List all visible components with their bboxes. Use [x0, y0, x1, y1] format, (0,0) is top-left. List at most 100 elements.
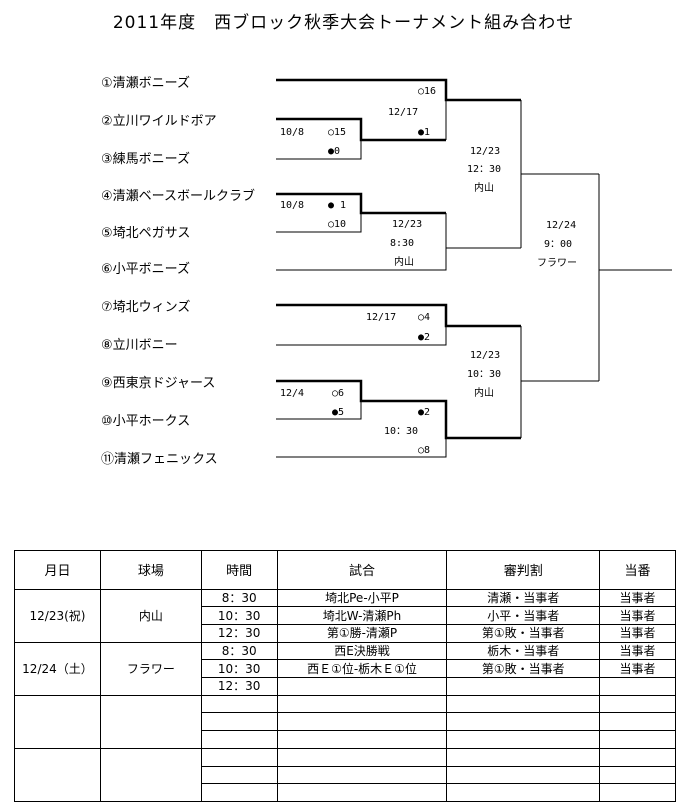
line-team6 [276, 213, 447, 271]
table-row [14, 747, 676, 803]
cell-match: 埼北W-清瀬Ph [276, 606, 448, 625]
m5-venue: 内山 [474, 181, 494, 194]
line-semi-top [520, 100, 599, 248]
table-row [14, 694, 676, 749]
empty-cell [599, 712, 676, 732]
cell-umpire: 第①敗・当事者 [446, 659, 601, 679]
line-team10 [276, 401, 362, 420]
m7-score-a: ○6 [332, 388, 344, 399]
header-match: 試合 [276, 550, 448, 590]
bracket-lines [276, 78, 672, 458]
cell-duty: 当事者 [599, 641, 676, 661]
m9-date: 12/23 [470, 350, 500, 361]
header-venue: 球場 [99, 550, 202, 590]
cell-time: 12：30 [200, 677, 278, 696]
team-10: ⑩小平ホークス [101, 414, 190, 429]
cell-match: 第①勝-清瀬P [276, 623, 448, 643]
empty-cell [276, 747, 448, 767]
m9-time: 10：30 [467, 369, 501, 380]
line-team2 [276, 117, 446, 142]
cell-time: 10：30 [200, 659, 278, 679]
table-row: 10：30 埼北W-清瀬Ph 小平・当事者 当事者 [15, 606, 676, 625]
team-2: ②立川ワイルドボア [101, 114, 217, 129]
line-team4 [276, 192, 446, 215]
m3-score-a: ○16 [418, 86, 436, 97]
m4-date: 12/23 [392, 219, 422, 230]
empty-cell [276, 694, 448, 714]
cell-umpire: 小平・当事者 [446, 606, 601, 625]
team-9: ⑨西東京ドジャース [101, 375, 215, 391]
empty-cell [200, 765, 278, 785]
m7-date: 12/4 [280, 388, 304, 399]
line-team7 [276, 303, 521, 328]
m6-score-b: ●2 [418, 332, 430, 343]
team-6: ⑥小平ボニーズ [101, 261, 190, 277]
m6-date: 12/17 [366, 312, 396, 323]
cell-umpire [446, 677, 601, 696]
m4-venue: 内山 [394, 255, 414, 268]
cell-duty: 当事者 [599, 623, 676, 643]
final-date: 12/24 [546, 220, 576, 231]
day1-venue: 内山 [99, 588, 202, 643]
header-umpire: 審判割 [446, 550, 601, 590]
schedule-table: 月日 球場 時間 試合 審判割 当番 12/23(祝) 内山 8：30 埼北Pe… [14, 550, 676, 803]
empty-cell [446, 730, 601, 749]
m8-score-a: ●2 [418, 407, 430, 418]
empty-cell [599, 747, 676, 767]
cell-duty [599, 677, 676, 696]
m1-score-a: ○15 [328, 127, 346, 138]
cell-duty: 当事者 [599, 588, 676, 608]
cell-umpire: 第①敗・当事者 [446, 623, 601, 643]
final-time: 9：00 [544, 239, 572, 250]
line-team1 [276, 78, 521, 102]
m3-date: 12/17 [388, 107, 418, 118]
table-row [15, 730, 676, 749]
page-title: 2011年度 西ブロック秋季大会トーナメント組み合わせ [112, 13, 575, 33]
team-3: ③練馬ボニーズ [101, 151, 190, 167]
m5-time: 12：30 [467, 164, 501, 175]
header-date: 月日 [14, 550, 101, 590]
final-venue: フラワー [537, 257, 577, 269]
empty-cell [276, 712, 448, 732]
m1-date: 10/8 [280, 127, 304, 138]
m2-score-a: ● 1 [328, 200, 346, 211]
cell-match [276, 677, 448, 696]
m8-score-b: ○8 [418, 445, 430, 456]
empty-cell [599, 694, 676, 714]
cell-duty: 当事者 [599, 606, 676, 625]
empty-cell [200, 694, 278, 714]
cell-umpire: 清瀬・当事者 [446, 588, 601, 608]
cell-time: 8：30 [200, 588, 278, 608]
team-5: ⑤埼北ペガサス [101, 226, 190, 241]
line-team3 [276, 140, 362, 160]
table-row: 12/24（土） フラワー 8：30 西E決勝戦 栃木・当事者 当事者 [14, 641, 676, 696]
empty-cell [599, 730, 676, 749]
line-team11 [276, 438, 447, 458]
empty-cell [446, 783, 601, 802]
header-time: 時間 [200, 550, 278, 590]
day2-date: 12/24（土） [14, 641, 101, 696]
cell-match: 西Ｅ①位-栃木Ｅ①位 [276, 659, 448, 679]
m2-date: 10/8 [280, 200, 304, 211]
team-1: ①清瀬ボニーズ [101, 75, 190, 91]
empty-venue [99, 747, 202, 803]
empty-date [14, 747, 101, 803]
empty-date [14, 694, 101, 749]
empty-cell [200, 783, 278, 802]
empty-cell [446, 694, 601, 714]
table-row [15, 765, 676, 785]
empty-cell [276, 765, 448, 785]
team-4: ④清瀬ベースボールクラブ [101, 188, 255, 204]
line-team9 [276, 379, 521, 440]
empty-venue [99, 694, 202, 749]
line-final [598, 174, 672, 381]
empty-cell [599, 765, 676, 785]
empty-cell [276, 730, 448, 749]
m4-time: 8:30 [390, 238, 414, 249]
match-labels: 10/8 ○15 ●0 10/8 ● 1 ○10 ○16 12/17 ●1 12… [280, 86, 577, 456]
line-team5 [276, 213, 362, 233]
cell-umpire: 栃木・当事者 [446, 641, 601, 661]
m7-score-b: ●5 [332, 407, 344, 418]
team-8: ⑧立川ボニー [101, 338, 178, 353]
table-row: 12/23(祝) 内山 8：30 埼北Pe-小平P 清瀬・当事者 当事者 [14, 588, 676, 643]
